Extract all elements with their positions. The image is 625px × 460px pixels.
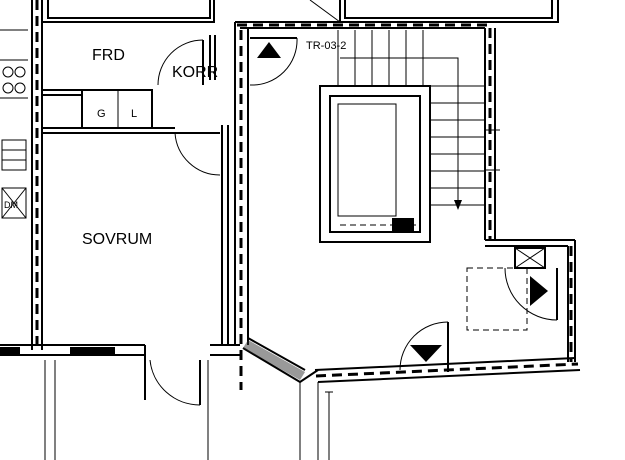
fixture-label-g: G — [97, 108, 106, 120]
sovrum-bottom-wall — [0, 344, 240, 460]
door-sovrum — [174, 132, 221, 176]
door-bottom-left — [149, 359, 201, 406]
stair-treads — [337, 30, 485, 210]
door-landing — [399, 321, 449, 372]
room-label-frd: FRD — [92, 47, 125, 64]
door-stair-top — [249, 37, 298, 86]
korr-walls — [42, 35, 229, 345]
arrow-right-icon — [530, 276, 548, 306]
room-label-sovrum: SOVRUM — [82, 231, 152, 248]
fixture-label-dm: DM — [4, 200, 18, 210]
stair-tag-label: TR-03-2 — [306, 40, 346, 52]
fixture-label-l: L — [131, 108, 137, 120]
elevator-shaft — [319, 85, 431, 243]
left-apartment-walls — [0, 0, 43, 350]
room-label-korr: KORR — [172, 64, 218, 81]
landing-walls — [242, 337, 581, 460]
top-neighbor-walls — [41, 0, 559, 23]
door-frd — [157, 39, 204, 86]
door-lift — [504, 267, 558, 321]
arrow-down-icon — [410, 345, 442, 362]
lift-landing — [466, 247, 546, 331]
stairwell-walls — [234, 21, 576, 390]
arrow-up-icon — [257, 42, 281, 58]
